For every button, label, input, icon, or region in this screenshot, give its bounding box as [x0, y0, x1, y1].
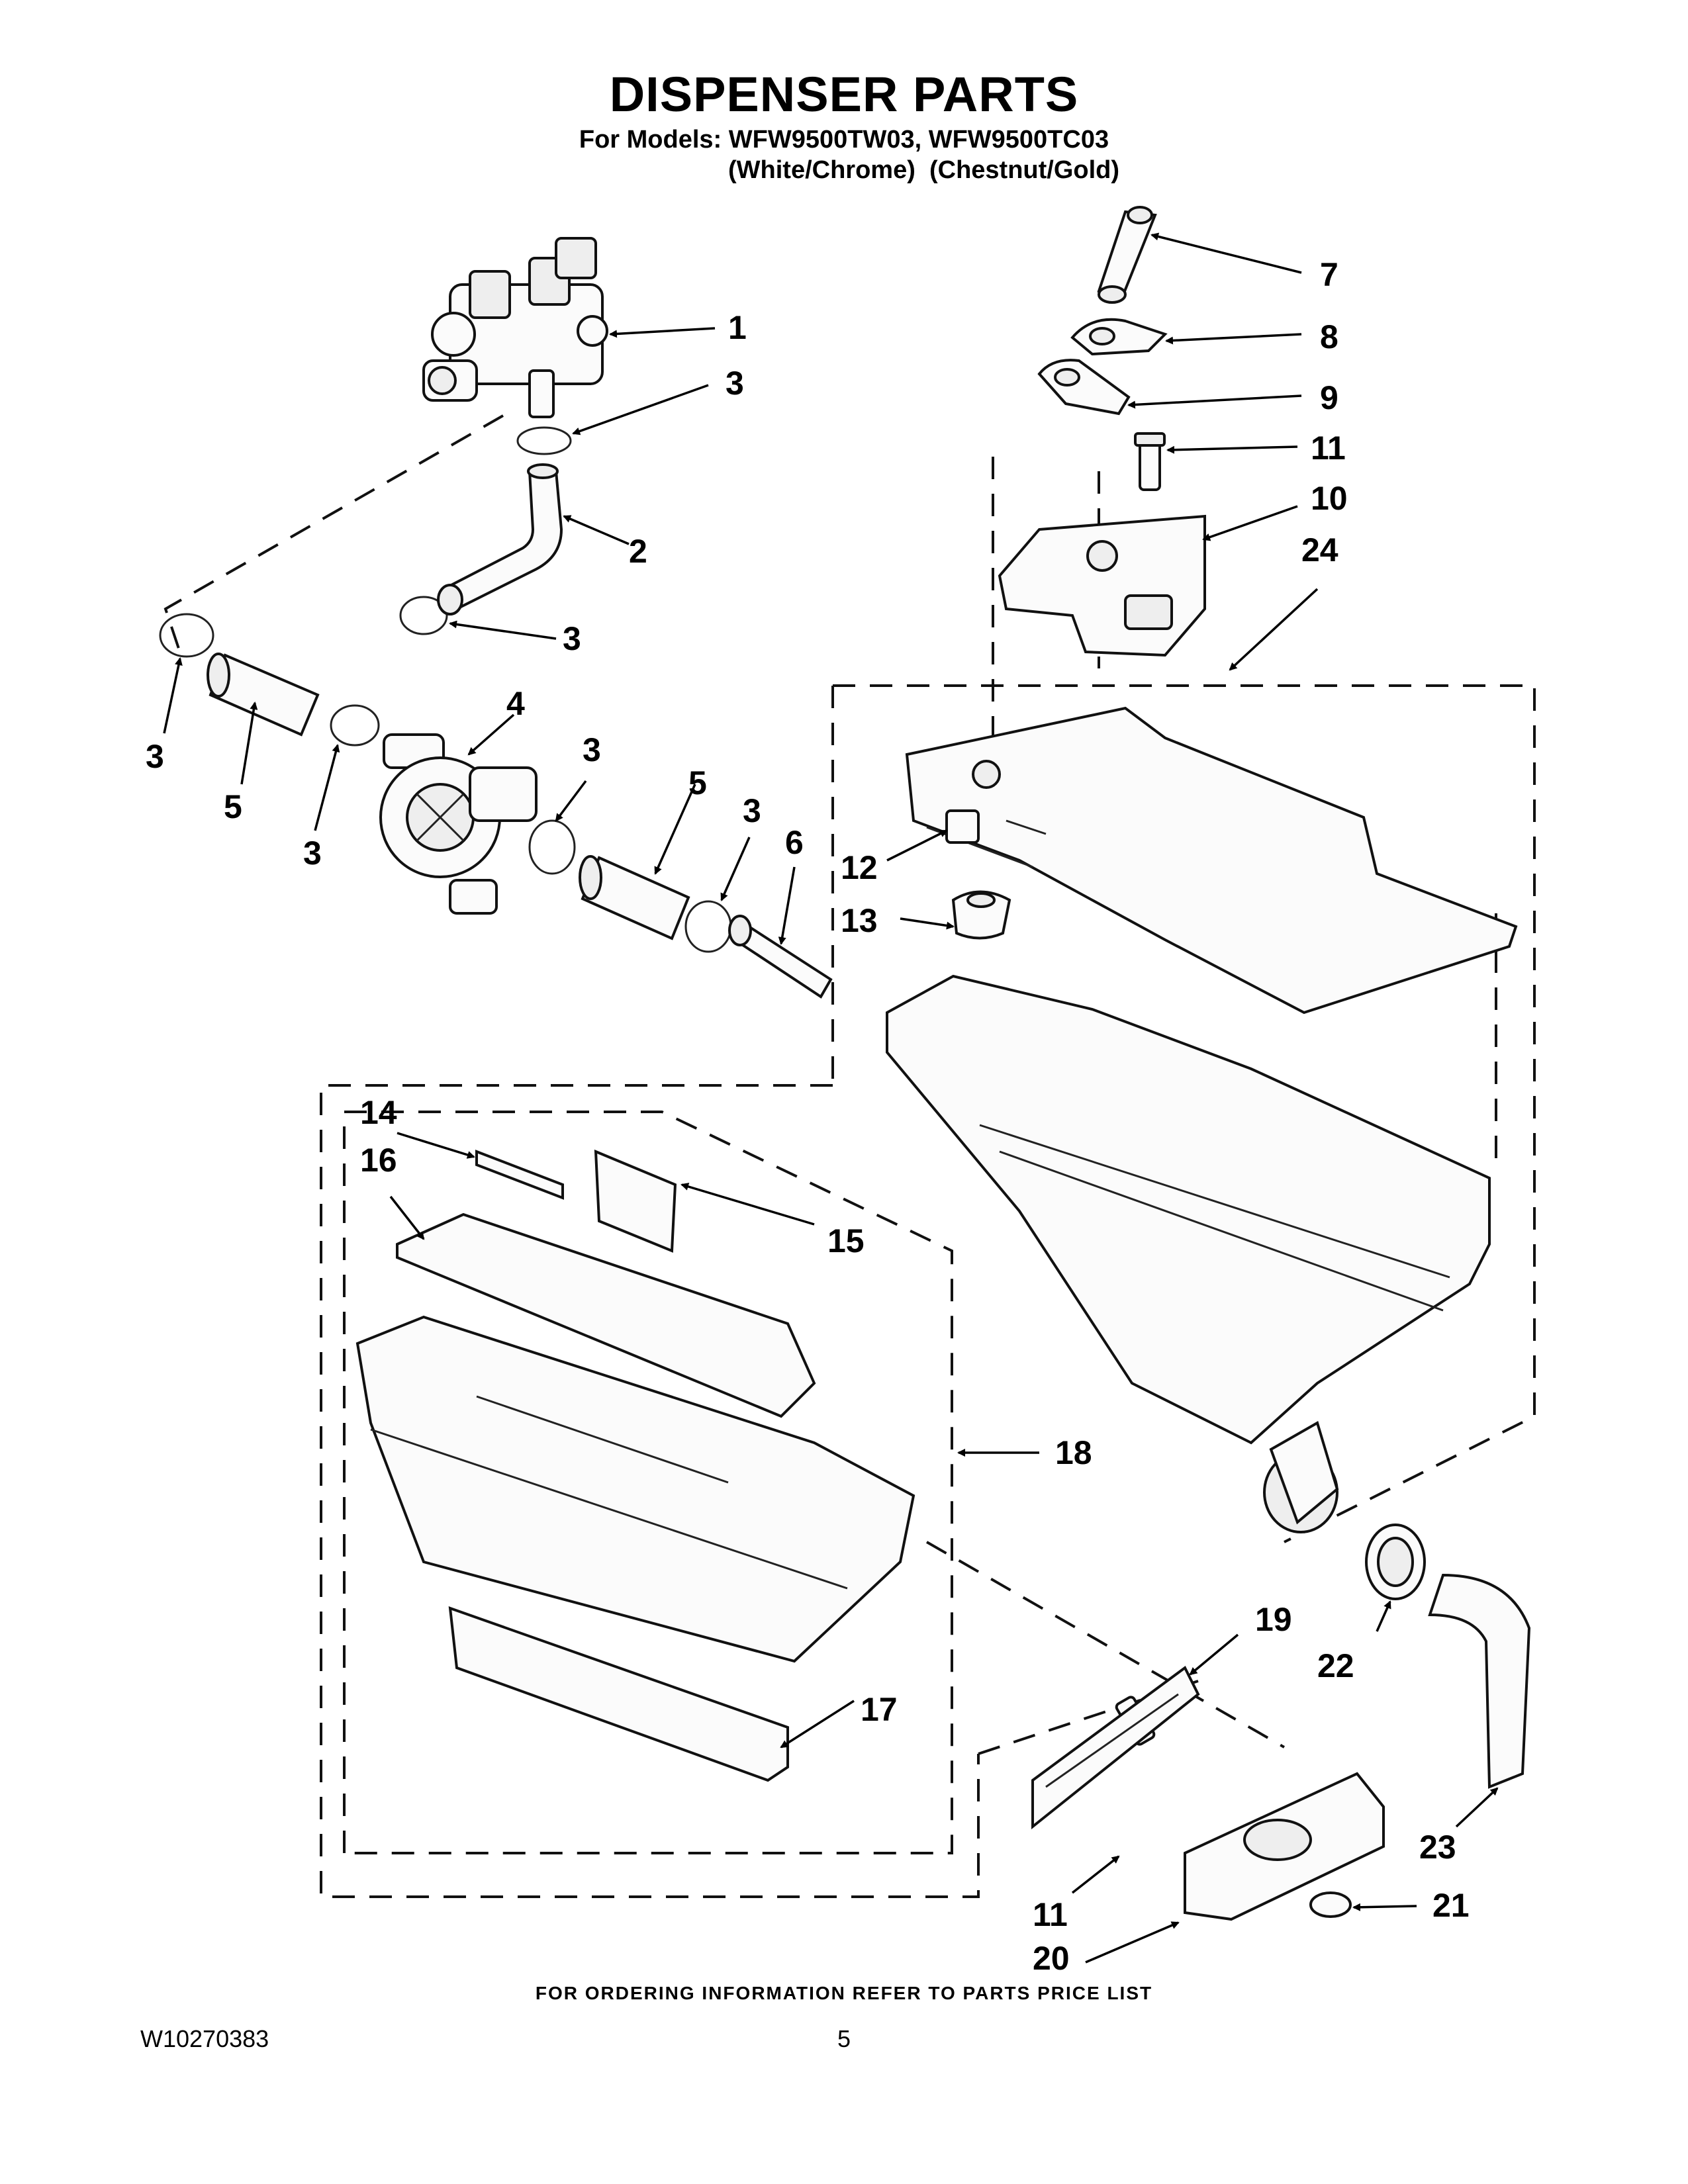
- callout-13: 13: [841, 902, 878, 939]
- callout-3: 3: [303, 835, 322, 872]
- callout-leader-lines: [163, 232, 1499, 1964]
- model-list: For Models: WFW9500TW03, WFW9500TC03: [579, 126, 1109, 154]
- callout-3: 3: [726, 365, 744, 402]
- callout-4: 4: [506, 685, 525, 722]
- actuator-part: [998, 514, 1206, 657]
- ordering-note: FOR ORDERING INFORMATION REFER TO PARTS …: [535, 1983, 1153, 2003]
- callout-23: 23: [1419, 1829, 1456, 1866]
- callout-12: 12: [841, 849, 878, 886]
- linkage-parts: [1037, 206, 1168, 416]
- seal-and-bellows-parts: [1365, 1524, 1531, 1789]
- callout-15: 15: [827, 1222, 865, 1259]
- callout-2: 2: [629, 533, 647, 570]
- page-title: DISPENSER PARTS: [609, 67, 1079, 122]
- callout-22: 22: [1317, 1647, 1354, 1684]
- callout-numbers: 1 3 2 3 3 5 3 4 3 5 3 6 7 8 9 11 10 24 1…: [146, 256, 1470, 1977]
- callout-11: 11: [1311, 430, 1346, 467]
- callout-6: 6: [785, 824, 804, 861]
- callout-1: 1: [728, 309, 747, 346]
- model-variants: (White/Chrome) (Chestnut/Gold): [728, 156, 1120, 184]
- callout-7: 7: [1320, 256, 1338, 293]
- document-number: W10270383: [140, 2025, 269, 2052]
- callout-17: 17: [861, 1691, 898, 1728]
- dispenser-housing-part: [886, 974, 1491, 1533]
- callout-14: 14: [360, 1094, 397, 1131]
- callout-11: 11: [1033, 1896, 1068, 1933]
- dispenser-cover-part: [905, 706, 1518, 1015]
- drawer-parts: [355, 1149, 915, 1782]
- callout-10: 10: [1311, 480, 1348, 517]
- callout-19: 19: [1255, 1601, 1292, 1638]
- callout-21: 21: [1432, 1887, 1470, 1924]
- callout-24: 24: [1301, 531, 1338, 569]
- hose-clamp-parts: [159, 426, 732, 953]
- callout-3: 3: [563, 620, 581, 657]
- callout-3: 3: [743, 792, 761, 829]
- callout-5: 5: [688, 764, 707, 801]
- tube-parts: [207, 653, 690, 940]
- page-number: 5: [837, 2025, 851, 2052]
- nozzle-part: [728, 915, 833, 999]
- water-valve-part: [422, 237, 608, 418]
- callout-20: 20: [1033, 1940, 1070, 1977]
- callout-3: 3: [583, 731, 601, 768]
- callout-3: 3: [146, 738, 164, 775]
- inlet-hose-part: [437, 463, 563, 615]
- callout-8: 8: [1320, 318, 1338, 355]
- callout-5: 5: [224, 788, 242, 825]
- diverter-part: [379, 733, 538, 915]
- callout-16: 16: [360, 1142, 397, 1179]
- front-panel-parts: [1031, 1665, 1385, 1921]
- small-parts-12-13: [945, 809, 1011, 940]
- callout-9: 9: [1320, 379, 1338, 416]
- callout-18: 18: [1055, 1434, 1092, 1471]
